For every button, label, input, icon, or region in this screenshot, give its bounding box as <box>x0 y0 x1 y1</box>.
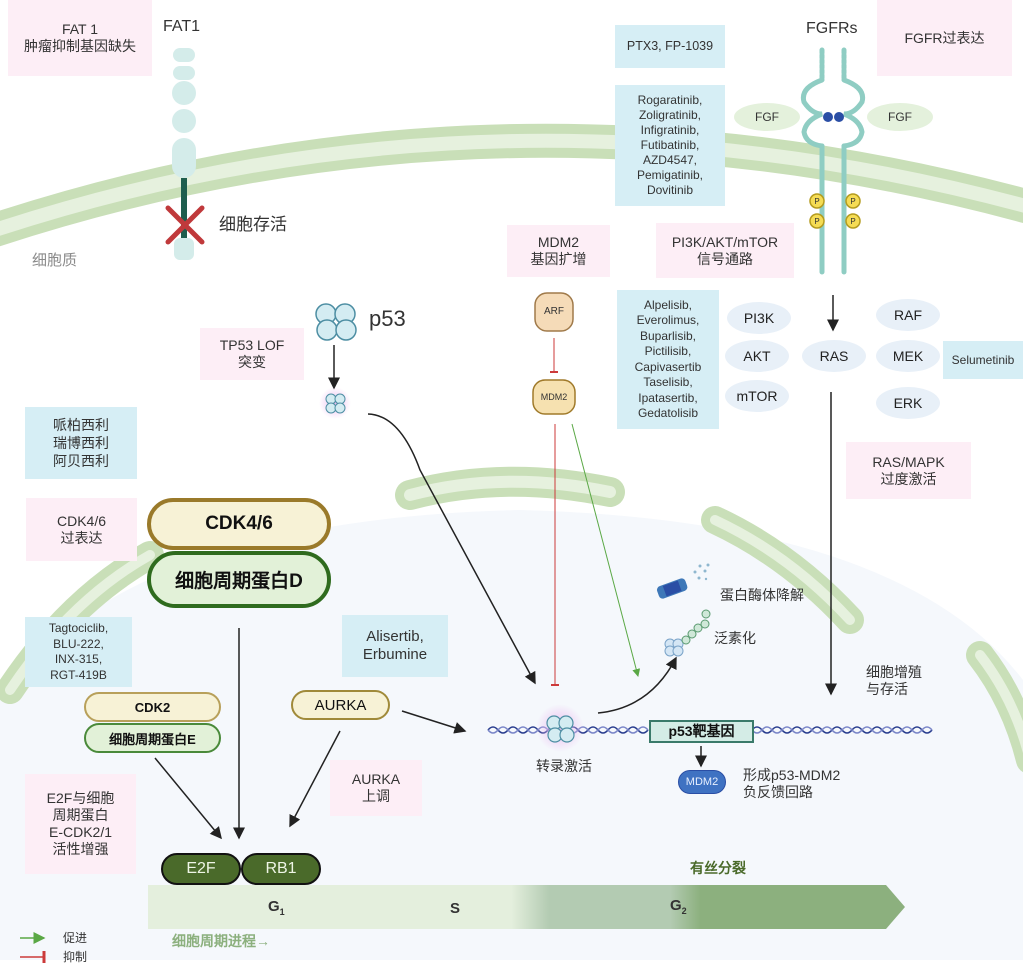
p53-bound-dna-icon <box>546 715 575 743</box>
cell-cycle-progress-label: 细胞周期进程→ <box>172 933 270 949</box>
proteasome-degradation-label: 蛋白酶体降解 <box>720 587 804 603</box>
phospho-label: P <box>850 216 856 226</box>
p53-glow <box>319 387 351 419</box>
mdm2-amplification-condition: MDM2 基因扩增 <box>507 225 610 277</box>
p53-to-transcription-arrow <box>367 413 536 685</box>
cdk46-overexpression-condition: CDK4/6 过表达 <box>26 498 137 561</box>
p53-small-icon <box>325 393 346 414</box>
fgf-ligand-right <box>867 103 933 131</box>
phase-g1-label: G1 <box>268 898 285 917</box>
cdk2-to-e2f-arrow <box>154 757 222 840</box>
p53-label: p53 <box>369 306 406 331</box>
plasma-membrane-inner <box>0 133 1023 236</box>
fgfr-inhibitor-drug-box: Rogaratinib, Zoligratinib, Infigratinib,… <box>615 85 725 206</box>
e2f-node: E2F <box>161 853 241 885</box>
cell-cycle-phase-bar <box>148 885 905 929</box>
transcription-activation-label: 转录激活 <box>536 758 592 774</box>
fgfr-dimer-dot-icon <box>834 112 844 122</box>
cyclin-d-complex: 细胞周期蛋白D <box>147 551 331 608</box>
phase-g2-label: G2 <box>670 897 687 916</box>
arf-label: ARF <box>544 305 564 317</box>
fgfr-overexpression-condition: FGFR过表达 <box>877 0 1012 76</box>
rb1-node: RB1 <box>241 853 321 885</box>
fat1-title: FAT1 <box>163 18 201 35</box>
aurka-node: AURKA <box>291 690 390 720</box>
legend-inhibit-label: 抑制 <box>63 950 88 964</box>
p53-target-gene: p53靶基因 <box>649 720 754 743</box>
pi3k-inhibitor-drug-box: Alpelisib, Everolimus, Buparlisib, Picti… <box>617 290 719 429</box>
transcription-glow <box>536 704 584 752</box>
fgfr-receptor-icon <box>800 47 866 275</box>
phosphate-icons <box>809 193 861 229</box>
nucleus <box>0 510 1023 960</box>
p53-tetramer-icon <box>315 303 357 341</box>
cyclin-e-complex: 细胞周期蛋白E <box>84 723 221 753</box>
mdm2-product: MDM2 <box>678 770 726 794</box>
aurka-inhibitor-drug-box: Alisertib, Erbumine <box>342 615 448 677</box>
mtor-node: mTOR <box>725 380 789 412</box>
ras-mapk-condition: RAS/MAPK 过度激活 <box>846 442 971 499</box>
cell-survival-label: 细胞存活 <box>219 215 287 234</box>
proteasome-icon <box>656 563 710 599</box>
cdk46-inhibitor-drug-box: 哌柏西利 瑞博西利 阿贝西利 <box>25 407 137 479</box>
cdk2-complex: CDK2 <box>84 692 221 722</box>
mdm2-node-label: MDM2 <box>540 391 568 402</box>
ubiquitination-label: 泛素化 <box>714 630 756 646</box>
tp53-lof-condition: TP53 LOF 突变 <box>200 328 304 380</box>
mek-node: MEK <box>876 340 940 372</box>
aurka-to-transcription-arrow <box>401 710 467 734</box>
akt-node: AKT <box>725 340 789 372</box>
phospho-label: P <box>850 196 856 206</box>
e2f-activity-condition: E2F与细胞 周期蛋白 E-CDK2/1 活性增强 <box>25 774 136 874</box>
aurka-upregulation-condition: AURKA 上调 <box>330 760 422 816</box>
fgf-right-label: FGF <box>888 109 912 124</box>
legend-promote-label: 促进 <box>63 931 88 945</box>
fat1-loss-condition: FAT 1 肿瘤抑制基因缺失 <box>8 0 152 76</box>
aurka-to-rb1-arrow <box>289 730 341 828</box>
phospho-label: P <box>814 216 820 226</box>
selumetinib-drug-box: Selumetinib <box>943 341 1023 379</box>
fgfrs-title: FGFRs <box>806 20 858 37</box>
fat1-receptor-icon <box>172 48 196 260</box>
pi3k-pathway-condition: PI3K/AKT/mTOR 信号通路 <box>656 223 794 278</box>
mdm2-promotes-ubiquitination <box>571 423 641 677</box>
proliferation-label: 细胞增殖 与存活 <box>866 664 922 697</box>
ras-node: RAS <box>802 340 866 372</box>
mdm2-node <box>532 379 576 415</box>
ubiquitin-chain-icon <box>664 609 711 657</box>
transcription-to-ubiquitination-arrow <box>597 656 677 714</box>
fgfr-dimer-dot-icon <box>823 112 833 122</box>
cytoplasm-label: 细胞质 <box>32 252 78 269</box>
feedback-loop-label: 形成p53-MDM2 负反馈回路 <box>743 767 841 800</box>
pi3k-node: PI3K <box>727 302 791 334</box>
inhibition-cross-icon <box>165 205 205 245</box>
ptx3-drug-box: PTX3, FP-1039 <box>615 25 725 68</box>
arf-node <box>534 292 574 332</box>
fgf-ligand-left <box>734 103 800 131</box>
raf-node: RAF <box>876 299 940 331</box>
erk-node: ERK <box>876 387 940 419</box>
phase-s-label: S <box>450 900 461 917</box>
mitosis-label: 有丝分裂 <box>690 860 746 876</box>
fgf-left-label: FGF <box>755 109 779 124</box>
phospho-label: P <box>814 196 820 206</box>
cdk2-inhibitor-drug-box: Tagtociclib, BLU-222, INX-315, RGT-419B <box>25 617 132 687</box>
cdk46-complex: CDK4/6 <box>147 498 331 550</box>
nuclear-envelope <box>0 466 1023 773</box>
